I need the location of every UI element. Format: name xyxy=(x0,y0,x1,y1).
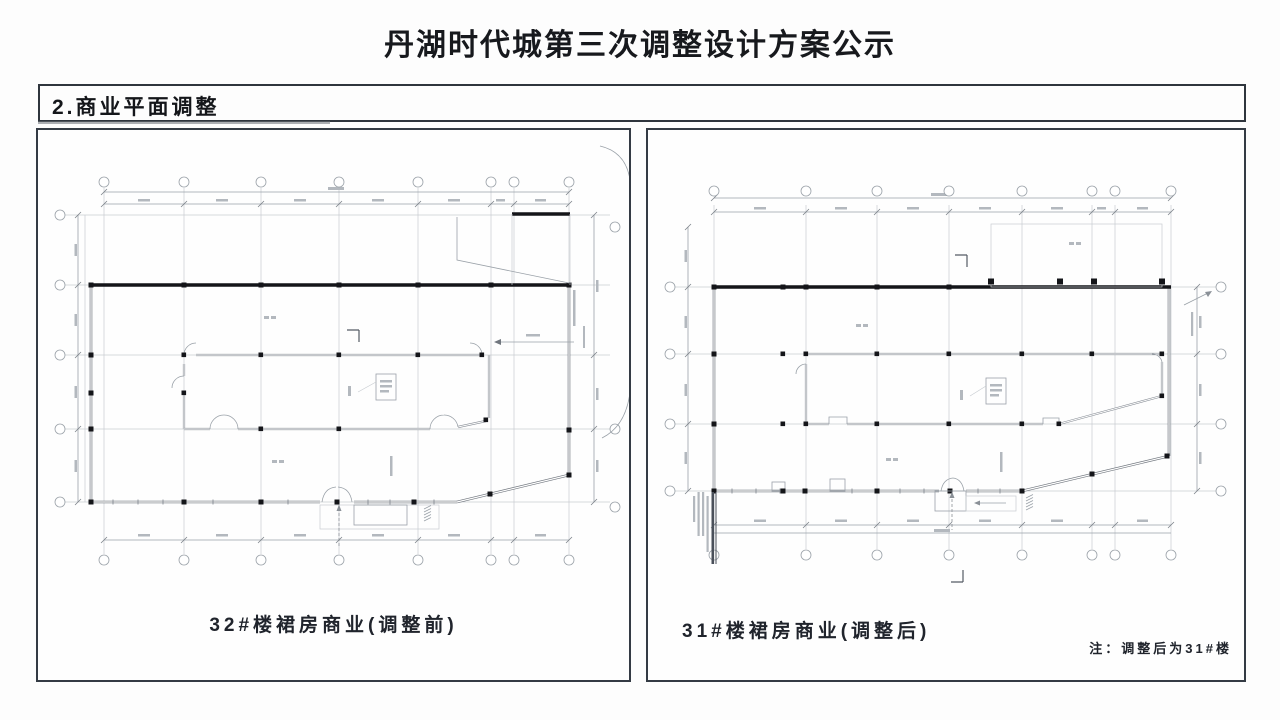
entrance xyxy=(934,477,1034,530)
legend-text xyxy=(693,492,717,564)
road-and-ramp xyxy=(347,145,629,439)
adjustment-note: 注：调整后为31#楼 xyxy=(1089,641,1232,656)
grid xyxy=(65,188,610,554)
axis-bubbles xyxy=(664,185,1227,561)
outer-walls xyxy=(712,223,1171,494)
plan-after-panel: 31#楼裙房商业(调整后) 注：调整后为31#楼 xyxy=(646,128,1246,682)
section-header: 2.商业平面调整 xyxy=(38,84,1246,124)
plan-before-caption: 32#楼裙房商业(调整前) xyxy=(209,615,458,636)
annotations xyxy=(856,242,1212,583)
dimensions xyxy=(684,193,1202,534)
floor-plan-before-drawing xyxy=(54,145,629,566)
entrance xyxy=(319,486,440,546)
grid xyxy=(675,205,1216,549)
outer-walls xyxy=(89,283,571,505)
dimensions xyxy=(74,187,599,544)
plan-before-panel: 32#楼裙房商业(调整前) xyxy=(36,128,631,682)
columns xyxy=(88,282,572,505)
section-heading-text: 2.商业平面调整 xyxy=(52,96,220,119)
annotations xyxy=(264,316,397,476)
floor-plan-after-drawing xyxy=(664,185,1227,583)
columns xyxy=(711,278,1170,494)
axis-bubbles xyxy=(54,176,621,566)
plan-after-caption: 31#楼裙房商业(调整后) xyxy=(682,621,931,642)
page-title: 丹湖时代城第三次调整设计方案公示 xyxy=(384,29,896,62)
inner-walls xyxy=(795,352,1164,426)
inner-walls xyxy=(171,342,491,431)
